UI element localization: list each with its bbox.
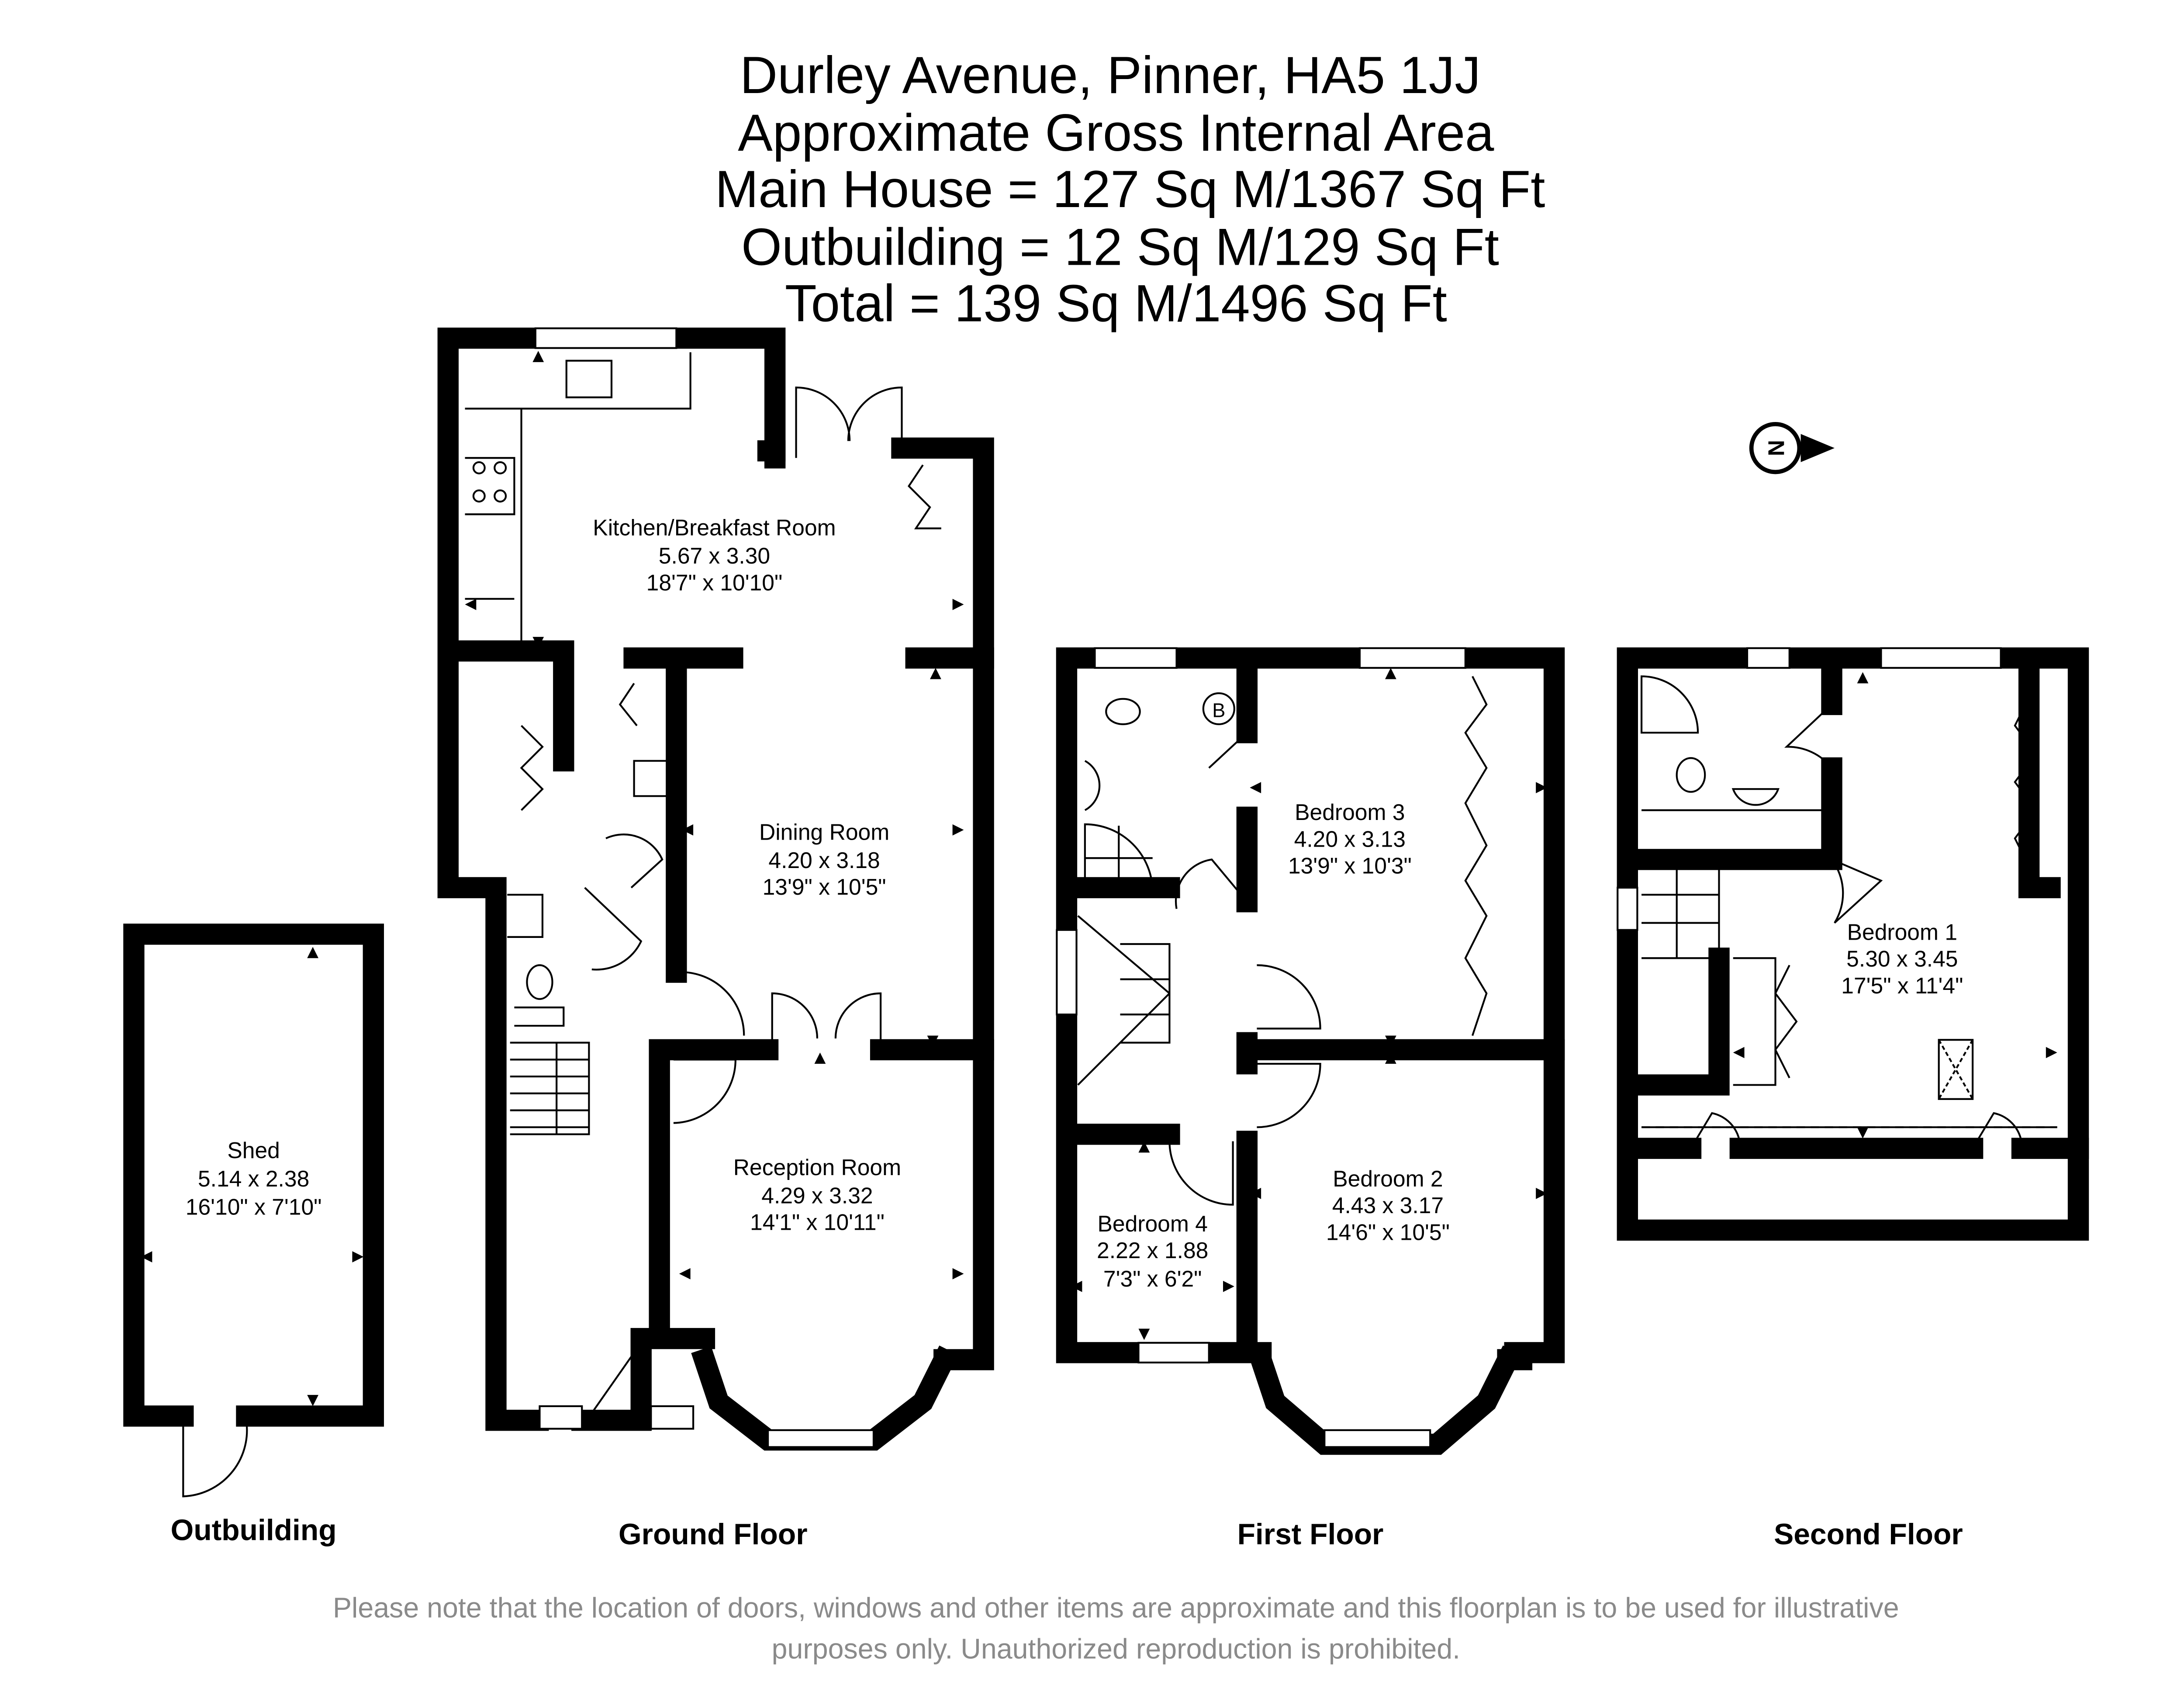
basin-icon — [1731, 788, 1780, 806]
second-stairs — [1641, 865, 1720, 959]
floor-label-ground: Ground Floor — [619, 1518, 808, 1551]
first-floor-plan: B Bedroom 3 4.20 x 3.13 13'9" x 10'3" Be… — [1056, 647, 1565, 1551]
compass: N — [1749, 422, 1835, 474]
shower-icon — [1640, 675, 1699, 734]
area-subtitle: Approximate Gross Internal Area — [738, 104, 1494, 162]
bedroom1-metric: 5.30 x 3.45 — [1846, 946, 1958, 972]
outbuilding-plan: Shed 5.14 x 2.38 16'10" x 7'10" Outbuild… — [123, 924, 384, 1546]
kitchen-imperial: 18'7" x 10'10" — [646, 570, 783, 595]
shed-name: Shed — [227, 1138, 280, 1163]
total-area: Total = 139 Sq M/1496 Sq Ft — [785, 274, 1447, 332]
boiler-icon — [1202, 692, 1235, 725]
skylight-icon — [1938, 1039, 1974, 1100]
ground-stairs — [510, 1041, 590, 1135]
dining-imperial: 13'9" x 10'5" — [763, 874, 886, 899]
title-block: Durley Avenue, Pinner, HA5 1JJ Approxima… — [715, 46, 1545, 333]
bedroom1-name: Bedroom 1 — [1847, 919, 1957, 944]
ground-floor-plan: Kitchen/Breakfast Room 5.67 x 3.30 18'7"… — [437, 327, 994, 1551]
basin-icon — [1084, 760, 1101, 811]
main-house-area: Main House = 127 Sq M/1367 Sq Ft — [715, 160, 1545, 218]
kitchen-name: Kitchen/Breakfast Room — [593, 515, 836, 540]
bedroom3-imperial: 13'9" x 10'3" — [1288, 853, 1412, 879]
first-stairs — [1077, 915, 1171, 1086]
shed-metric: 5.14 x 2.38 — [198, 1166, 309, 1191]
dining-metric: 4.20 x 3.18 — [768, 847, 880, 873]
disclaimer-line-2: purposes only. Unauthorized reproduction… — [772, 1633, 1461, 1664]
shower-icon — [1084, 823, 1154, 893]
reception-imperial: 14'1" x 10'11" — [750, 1210, 885, 1235]
compass-label: N — [1763, 440, 1789, 456]
second-floor-plan: Bedroom 1 5.30 x 3.45 17'5" x 11'4" Seco… — [1617, 647, 2089, 1551]
kitchen-french-doors — [795, 386, 903, 458]
bedroom4-name: Bedroom 4 — [1098, 1211, 1208, 1236]
toilet-icon — [1676, 757, 1706, 793]
reception-french-doors — [771, 992, 882, 1050]
bedroom1-imperial: 17'5" x 11'4" — [1841, 973, 1963, 998]
north-arrow-icon — [1800, 434, 1835, 462]
bedroom2-imperial: 14'6" x 10'5" — [1326, 1219, 1450, 1245]
shed-imperial: 16'10" x 7'10" — [186, 1194, 322, 1219]
bedroom2-metric: 4.43 x 3.17 — [1332, 1193, 1444, 1218]
compass-circle — [1749, 422, 1802, 474]
reception-name: Reception Room — [733, 1155, 901, 1180]
floor-label-first: First Floor — [1237, 1518, 1384, 1551]
sink-icon — [565, 360, 613, 398]
disclaimer-line-1: Please note that the location of doors, … — [333, 1592, 1899, 1624]
bedroom3-metric: 4.20 x 3.13 — [1294, 826, 1406, 851]
outbuilding-area: Outbuilding = 12 Sq M/129 Sq Ft — [741, 218, 1499, 276]
dining-name: Dining Room — [759, 819, 889, 844]
bedroom3-name: Bedroom 3 — [1295, 799, 1405, 825]
hob-icon — [472, 461, 507, 503]
bedroom4-imperial: 7'3" x 6'2" — [1103, 1266, 1202, 1291]
toilet-icon — [526, 964, 553, 1000]
reception-metric: 4.29 x 3.32 — [761, 1183, 873, 1208]
bedroom2-name: Bedroom 2 — [1333, 1166, 1443, 1191]
address-title: Durley Avenue, Pinner, HA5 1JJ — [740, 46, 1481, 104]
boiler-label: B — [1212, 699, 1225, 722]
floor-label-outbuilding: Outbuilding — [171, 1514, 337, 1546]
toilet-icon — [1105, 698, 1141, 725]
floor-label-second: Second Floor — [1774, 1518, 1963, 1551]
kitchen-metric: 5.67 x 3.30 — [659, 543, 770, 568]
bedroom4-metric: 2.22 x 1.88 — [1097, 1238, 1208, 1263]
